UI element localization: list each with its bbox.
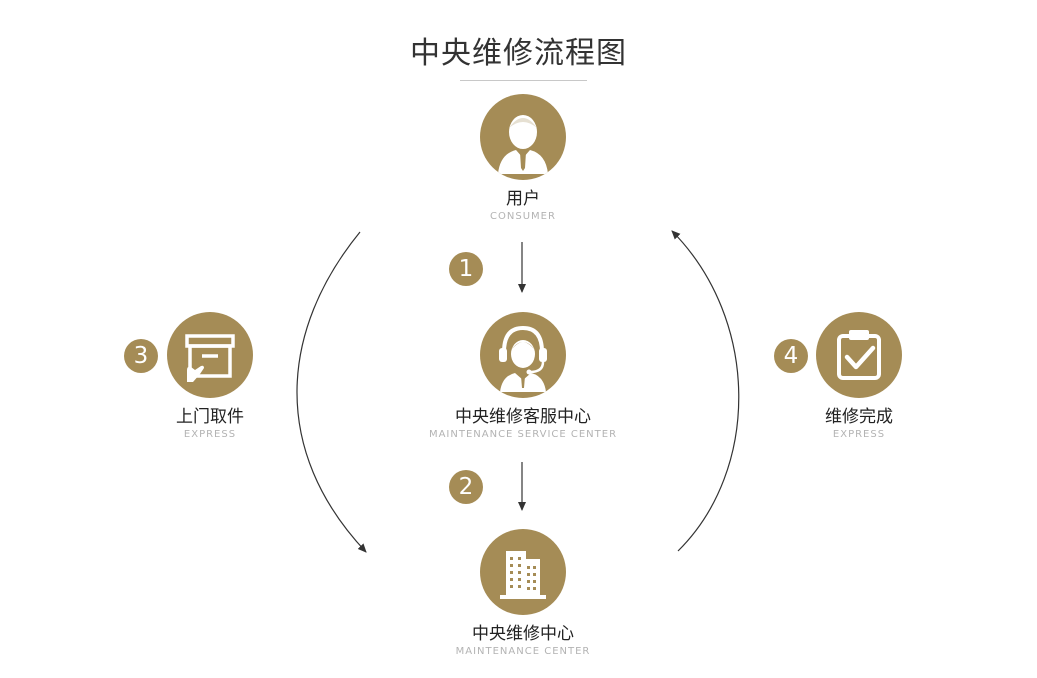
node-label: 用户 (506, 189, 540, 209)
step-badge-2: 2 (449, 470, 483, 504)
box-icon (167, 312, 253, 398)
headset-agent-icon (480, 312, 566, 398)
node-sublabel: MAINTENANCE CENTER (455, 646, 591, 657)
step-badge-4: 4 (774, 339, 808, 373)
arc-right-complete (671, 230, 740, 552)
step-badge-1: 1 (449, 252, 483, 286)
node-label: 中央维修中心 (472, 624, 574, 644)
node-service-center: 中央维修客服中心 MAINTENANCE SERVICE CENTER (373, 312, 673, 440)
node-pickup: 上门取件 EXPRESS (110, 312, 310, 440)
node-sublabel: EXPRESS (832, 429, 886, 440)
node-label: 维修完成 (825, 407, 893, 427)
node-sublabel: EXPRESS (183, 429, 237, 440)
node-consumer: 用户 CONSUMER (423, 94, 623, 222)
node-complete: 维修完成 EXPRESS (759, 312, 959, 440)
step-badge-3: 3 (124, 339, 158, 373)
node-label: 中央维修客服中心 (455, 407, 591, 427)
clipboard-check-icon (816, 312, 902, 398)
node-sublabel: CONSUMER (490, 211, 556, 222)
node-label: 上门取件 (176, 407, 244, 427)
node-sublabel: MAINTENANCE SERVICE CENTER (428, 429, 618, 440)
building-icon (480, 529, 566, 615)
user-icon (480, 94, 566, 180)
page-title: 中央维修流程图 (410, 36, 627, 71)
title-divider (460, 80, 587, 81)
arc-left-pickup (296, 231, 367, 553)
node-maintenance-center: 中央维修中心 MAINTENANCE CENTER (423, 529, 623, 657)
